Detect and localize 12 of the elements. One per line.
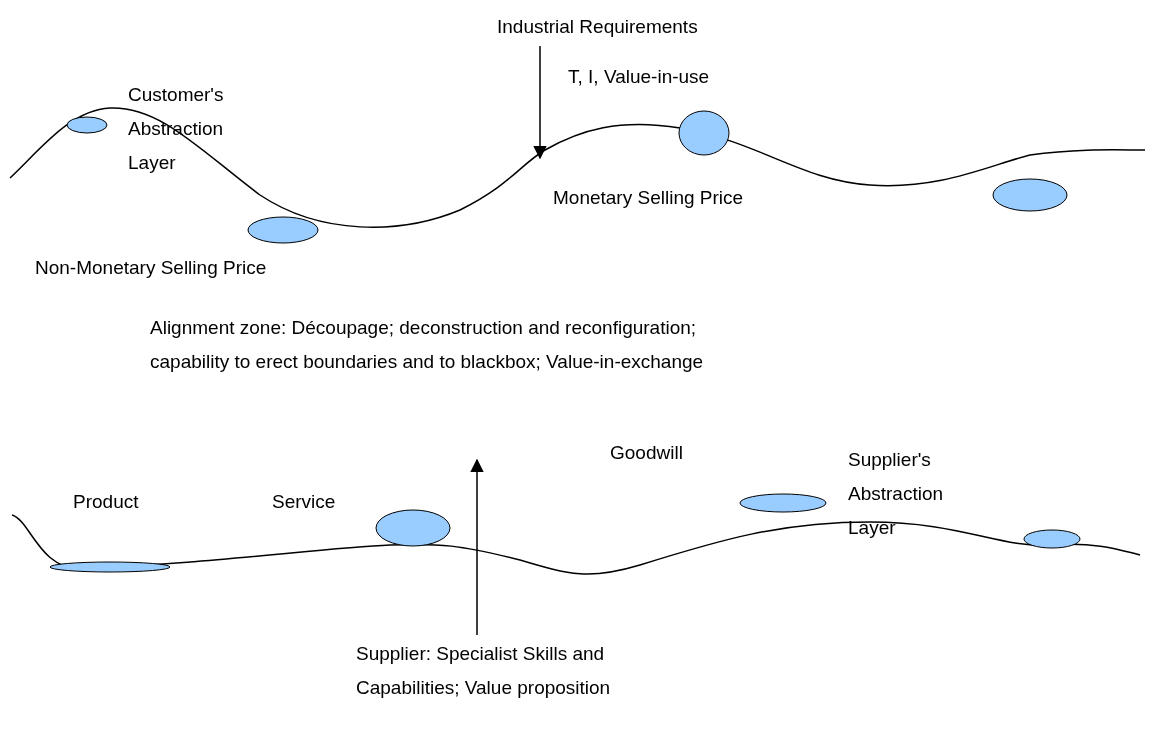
text-label: Industrial Requirements: [497, 10, 747, 44]
text-label: Monetary Selling Price: [553, 186, 745, 210]
text-label: Goodwill: [610, 441, 684, 465]
arrow: [470, 458, 484, 636]
text-label: Product: [73, 490, 140, 514]
text-label: Supplier: Specialist Skills and Capabilities; Value proposition: [356, 637, 656, 705]
text-label: Supplier's Abstraction Layer: [848, 448, 945, 540]
text-label: Non-Monetary Selling Price: [35, 256, 268, 280]
text-label: Alignment zone: Découpage; deconstruction and reconfiguration; capability to erect boundaries and to blackbox; Value-in-exchange: [150, 316, 705, 374]
text-label: Service: [272, 490, 337, 514]
text-label: T, I, Value-in-use: [568, 65, 711, 89]
arrow: [533, 45, 547, 160]
